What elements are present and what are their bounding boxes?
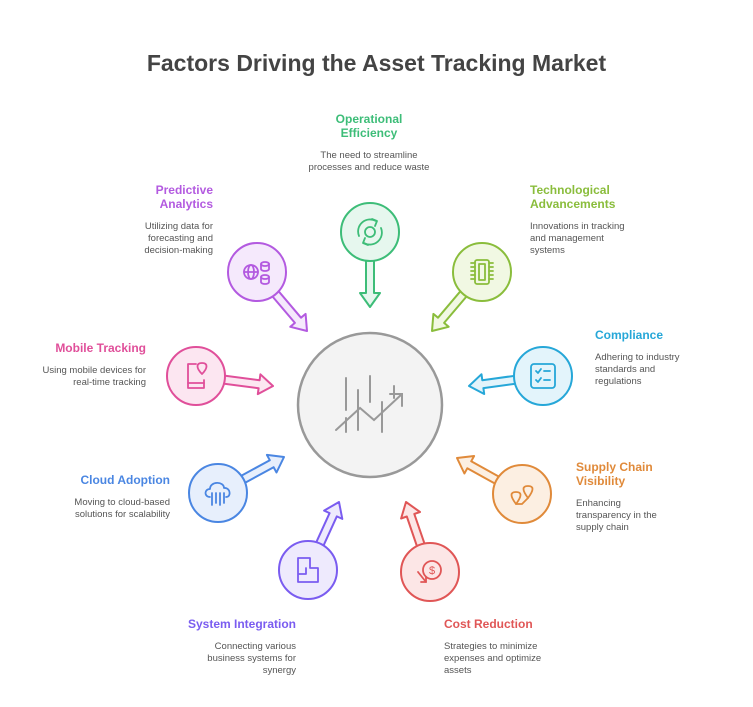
factor-node-cost-reduction: $ xyxy=(400,501,460,602)
factor-circle xyxy=(188,463,248,523)
map-pins-icon xyxy=(510,485,534,505)
gear-cycle-icon xyxy=(357,218,383,246)
factor-node-compliance xyxy=(468,346,573,406)
factor-desc: Using mobile devices for real-time track… xyxy=(42,365,147,388)
factor-desc: Connecting various business systems for … xyxy=(207,641,296,676)
factor-title: Cloud Adoption xyxy=(80,473,170,487)
factor-node-operational-efficiency xyxy=(340,202,400,308)
dollar-down-icon: $ xyxy=(417,560,442,583)
label-operational-efficiency: Operational Efficiency The need to strea… xyxy=(294,112,444,174)
diagram-title: Factors Driving the Asset Tracking Marke… xyxy=(146,50,607,76)
factor-title: Operational Efficiency xyxy=(335,112,403,140)
factor-desc: Moving to cloud-based solutions for scal… xyxy=(74,497,170,520)
puzzle-icon xyxy=(297,557,319,583)
factor-title: System Integration xyxy=(187,617,296,631)
factor-title: Cost Reduction xyxy=(444,617,533,631)
center-hub xyxy=(296,331,444,479)
label-cost-reduction: Cost Reduction Strategies to minimize ex… xyxy=(444,617,559,677)
mobile-pin-icon xyxy=(187,362,208,389)
checklist-icon xyxy=(530,363,556,389)
factor-circle xyxy=(340,202,400,262)
factor-title: Supply Chain Visibility xyxy=(576,460,653,488)
factor-title: Mobile Tracking xyxy=(55,341,146,355)
factor-title: Predictive Analytics xyxy=(155,183,213,211)
factor-circle xyxy=(492,464,552,524)
factor-circle xyxy=(452,242,512,302)
factor-circle xyxy=(166,346,226,406)
factor-title: Technological Advancements xyxy=(530,183,616,211)
factor-node-technological-advancements xyxy=(431,242,512,332)
svg-text:$: $ xyxy=(429,565,435,577)
factor-desc: Utilizing data for forecasting and decis… xyxy=(144,221,213,256)
factor-circle xyxy=(400,542,460,602)
factor-circle xyxy=(513,346,573,406)
chip-icon xyxy=(470,259,494,285)
factor-node-mobile-tracking xyxy=(166,346,274,406)
label-supply-chain-visibility: Supply Chain Visibility Enhancing transp… xyxy=(576,460,671,534)
factor-desc: Innovations in tracking and management s… xyxy=(530,221,625,256)
factor-desc: Strategies to minimize expenses and opti… xyxy=(444,641,542,676)
label-system-integration: System Integration Connecting various bu… xyxy=(186,617,296,677)
label-predictive-analytics: Predictive Analytics Utilizing data for … xyxy=(113,183,213,257)
label-cloud-adoption: Cloud Adoption Moving to cloud-based sol… xyxy=(50,473,170,521)
factor-title: Compliance xyxy=(595,328,664,342)
factor-node-cloud-adoption xyxy=(188,453,285,523)
label-compliance: Compliance Adhering to industry standard… xyxy=(595,328,695,388)
label-mobile-tracking: Mobile Tracking Using mobile devices for… xyxy=(36,341,147,389)
chart-trend-icon xyxy=(335,375,403,433)
factor-desc: The need to streamline processes and red… xyxy=(308,150,430,173)
factor-desc: Adhering to industry standards and regul… xyxy=(595,352,680,387)
factor-node-predictive-analytics xyxy=(227,242,308,332)
factor-circle xyxy=(278,540,338,600)
factor-node-system-integration xyxy=(278,501,344,600)
factor-desc: Enhancing transparency in the supply cha… xyxy=(576,498,657,533)
globe-database-icon xyxy=(243,261,270,285)
cloud-icon xyxy=(204,481,231,506)
factor-node-supply-chain-visibility xyxy=(456,455,552,524)
label-technological-advancements: Technological Advancements Innovations i… xyxy=(530,183,640,257)
